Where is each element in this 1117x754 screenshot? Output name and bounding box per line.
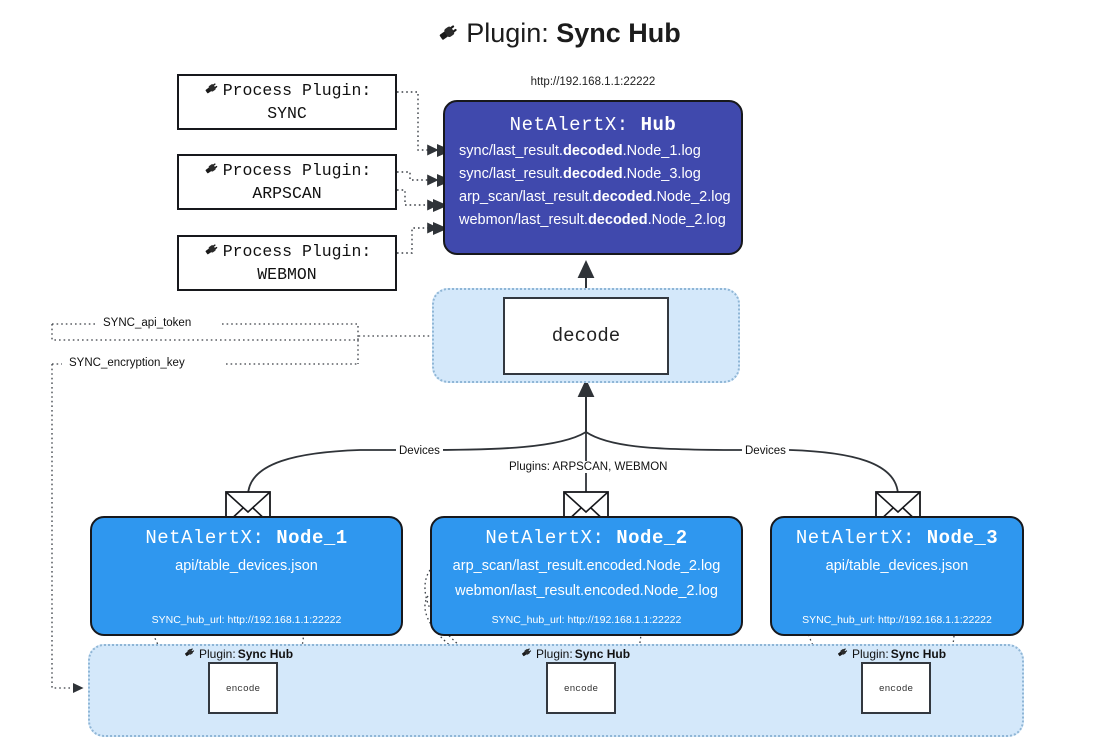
plug-icon (836, 645, 850, 662)
process-plugin-header: Process Plugin: (203, 79, 372, 104)
hub-log-bold: decoded (592, 189, 653, 205)
page-title-prefix: Plugin: (466, 18, 557, 48)
node-title: NetAlertX: Node_3 (772, 527, 1022, 549)
hub-log-pre: webmon/last_result. (459, 212, 588, 228)
node-source-line: webmon/last_result.encoded.Node_2.log (455, 583, 718, 599)
plug-icon (203, 79, 221, 104)
sync-hub-caption-2: Plugin: Sync Hub (520, 645, 630, 662)
node-title-prefix: NetAlertX: (485, 527, 617, 549)
sync-hub-caption-1: Plugin: Sync Hub (183, 645, 293, 662)
edge-label-api-token: SYNC_api_token (100, 317, 195, 329)
hub-log-pre: sync/last_result. (459, 166, 563, 182)
process-plugin-label: Process Plugin: (222, 81, 372, 101)
edge-label-devices-left: Devices (396, 445, 443, 457)
node-box-node-3[interactable]: NetAlertX: Node_3 api/table_devices.json… (770, 516, 1024, 636)
node-hub-url: SYNC_hub_url: http://192.168.1.1:22222 (802, 614, 992, 626)
sync-hub-caption-name: Sync Hub (574, 646, 631, 661)
node-title-prefix: NetAlertX: (145, 527, 277, 549)
hub-url: http://192.168.1.1:22222 (530, 76, 656, 88)
hub-log-line: sync/last_result.decoded.Node_1.log (445, 143, 741, 159)
node-title-name: Node_3 (926, 527, 999, 549)
hub-log-bold: decoded (562, 143, 623, 159)
hub-log-pre: arp_scan/last_result. (459, 189, 593, 205)
node-title-prefix: NetAlertX: (795, 527, 927, 549)
hub-log-bold: decoded (562, 166, 623, 182)
process-plugin-webmon[interactable]: Process Plugin: WEBMON (177, 235, 397, 291)
plug-icon (203, 240, 221, 265)
node-hub-url: SYNC_hub_url: http://192.168.1.1:22222 (491, 614, 682, 626)
node-box-node-1[interactable]: NetAlertX: Node_1 api/table_devices.json… (90, 516, 403, 636)
hub-log-line: sync/last_result.decoded.Node_3.log (445, 166, 741, 182)
plug-icon (520, 645, 534, 662)
sync-hub-caption-3: Plugin: Sync Hub (836, 645, 946, 662)
node-box-node-2[interactable]: NetAlertX: Node_2 arp_scan/last_result.e… (430, 516, 743, 636)
hub-title-prefix: NetAlertX: (509, 114, 641, 136)
process-plugin-label: Process Plugin: (222, 242, 372, 262)
process-plugin-name: WEBMON (257, 265, 317, 284)
sync-hub-caption-prefix: Plugin: (536, 646, 573, 661)
decode-box[interactable]: decode (503, 297, 669, 375)
edge-label-devices-right: Devices (742, 445, 789, 457)
encode-box-2[interactable]: encode (546, 662, 616, 714)
plug-icon (436, 19, 462, 52)
page-title: Plugin: Sync Hub (0, 18, 1117, 52)
hub-log-line: arp_scan/last_result.decoded.Node_2.log (445, 189, 741, 205)
hub-box[interactable]: NetAlertX: Hub sync/last_result.decoded.… (443, 100, 743, 255)
hub-log-pre: sync/last_result. (459, 143, 563, 159)
edge-label-encryption-key: SYNC_encryption_key (66, 357, 188, 369)
hub-log-line: webmon/last_result.decoded.Node_2.log (445, 212, 741, 228)
node-hub-url: SYNC_hub_url: http://192.168.1.1:22222 (151, 614, 342, 626)
hub-log-post: .Node_2.log (652, 189, 731, 205)
process-plugin-sync[interactable]: Process Plugin: SYNC (177, 74, 397, 130)
process-plugin-arpscan[interactable]: Process Plugin: ARPSCAN (177, 154, 397, 210)
node-title: NetAlertX: Node_1 (92, 527, 401, 549)
hub-log-post: .Node_1.log (622, 143, 701, 159)
encode-box-3[interactable]: encode (861, 662, 931, 714)
hub-log-post: .Node_2.log (647, 212, 726, 228)
encode-box-1[interactable]: encode (208, 662, 278, 714)
edge-label-plugins: Plugins: ARPSCAN, WEBMON (506, 461, 671, 473)
plug-icon (203, 159, 221, 184)
node-source-line: api/table_devices.json (175, 558, 318, 574)
plug-icon (183, 645, 197, 662)
sync-hub-caption-prefix: Plugin: (199, 646, 236, 661)
sync-hub-caption-prefix: Plugin: (852, 646, 889, 661)
node-title-name: Node_2 (616, 527, 688, 549)
node-title: NetAlertX: Node_2 (432, 527, 741, 549)
node-source-line: api/table_devices.json (825, 558, 969, 574)
hub-title: NetAlertX: Hub (445, 114, 741, 136)
process-plugin-name: SYNC (267, 104, 307, 123)
sync-hub-caption-name: Sync Hub (890, 646, 947, 661)
hub-title-name: Hub (640, 114, 677, 136)
hub-log-bold: decoded (587, 212, 648, 228)
process-plugin-header: Process Plugin: (203, 240, 372, 265)
sync-hub-caption-name: Sync Hub (237, 646, 294, 661)
node-source-line: arp_scan/last_result.encoded.Node_2.log (452, 558, 721, 574)
hub-log-post: .Node_3.log (622, 166, 701, 182)
node-title-name: Node_1 (276, 527, 348, 549)
process-plugin-name: ARPSCAN (252, 184, 322, 203)
process-plugin-label: Process Plugin: (222, 161, 372, 181)
page-title-name: Sync Hub (556, 18, 681, 48)
process-plugin-header: Process Plugin: (203, 159, 372, 184)
